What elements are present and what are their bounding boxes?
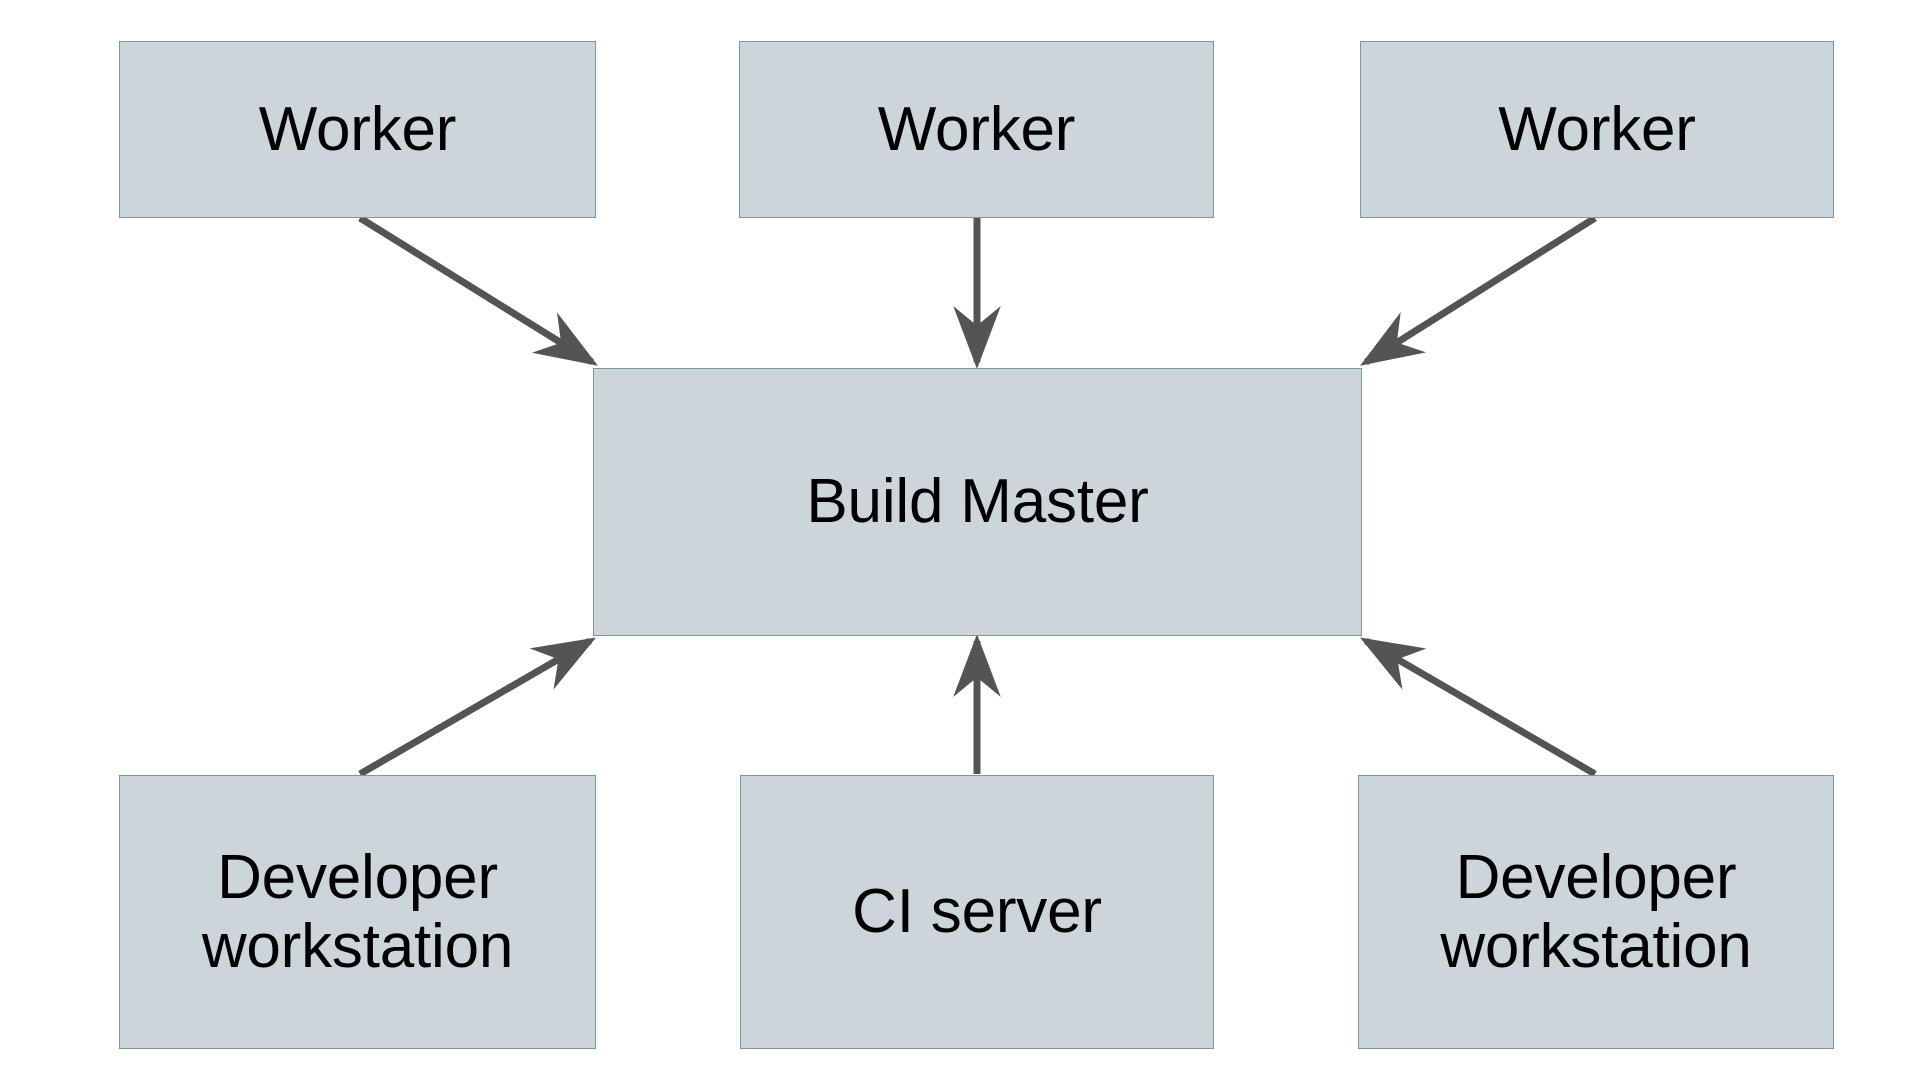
node-worker-1-label: Worker bbox=[258, 94, 457, 164]
edge-worker-3-to-build-master bbox=[1360, 215, 1597, 366]
edge-dev-left-to-build-master bbox=[358, 637, 597, 778]
node-build-master-label: Build Master bbox=[806, 467, 1149, 537]
edge-worker-1-to-build-master bbox=[358, 215, 598, 366]
node-ci-server-label: CI server bbox=[852, 877, 1102, 947]
node-ci-server[interactable]: CI server bbox=[740, 775, 1214, 1049]
node-worker-3-label: Worker bbox=[1498, 94, 1696, 164]
node-developer-workstation-left-label: Developer workstation bbox=[201, 842, 514, 981]
node-developer-workstation-right-label: Developer workstation bbox=[1440, 842, 1752, 981]
node-worker-2[interactable]: Worker bbox=[739, 41, 1214, 218]
node-build-master[interactable]: Build Master bbox=[593, 368, 1362, 636]
node-developer-workstation-right[interactable]: Developer workstation bbox=[1358, 775, 1834, 1049]
node-worker-2-label: Worker bbox=[877, 94, 1076, 164]
node-worker-1[interactable]: Worker bbox=[119, 41, 596, 218]
node-developer-workstation-left[interactable]: Developer workstation bbox=[119, 775, 596, 1049]
node-worker-3[interactable]: Worker bbox=[1360, 41, 1834, 218]
edge-dev-right-to-build-master bbox=[1359, 637, 1597, 778]
